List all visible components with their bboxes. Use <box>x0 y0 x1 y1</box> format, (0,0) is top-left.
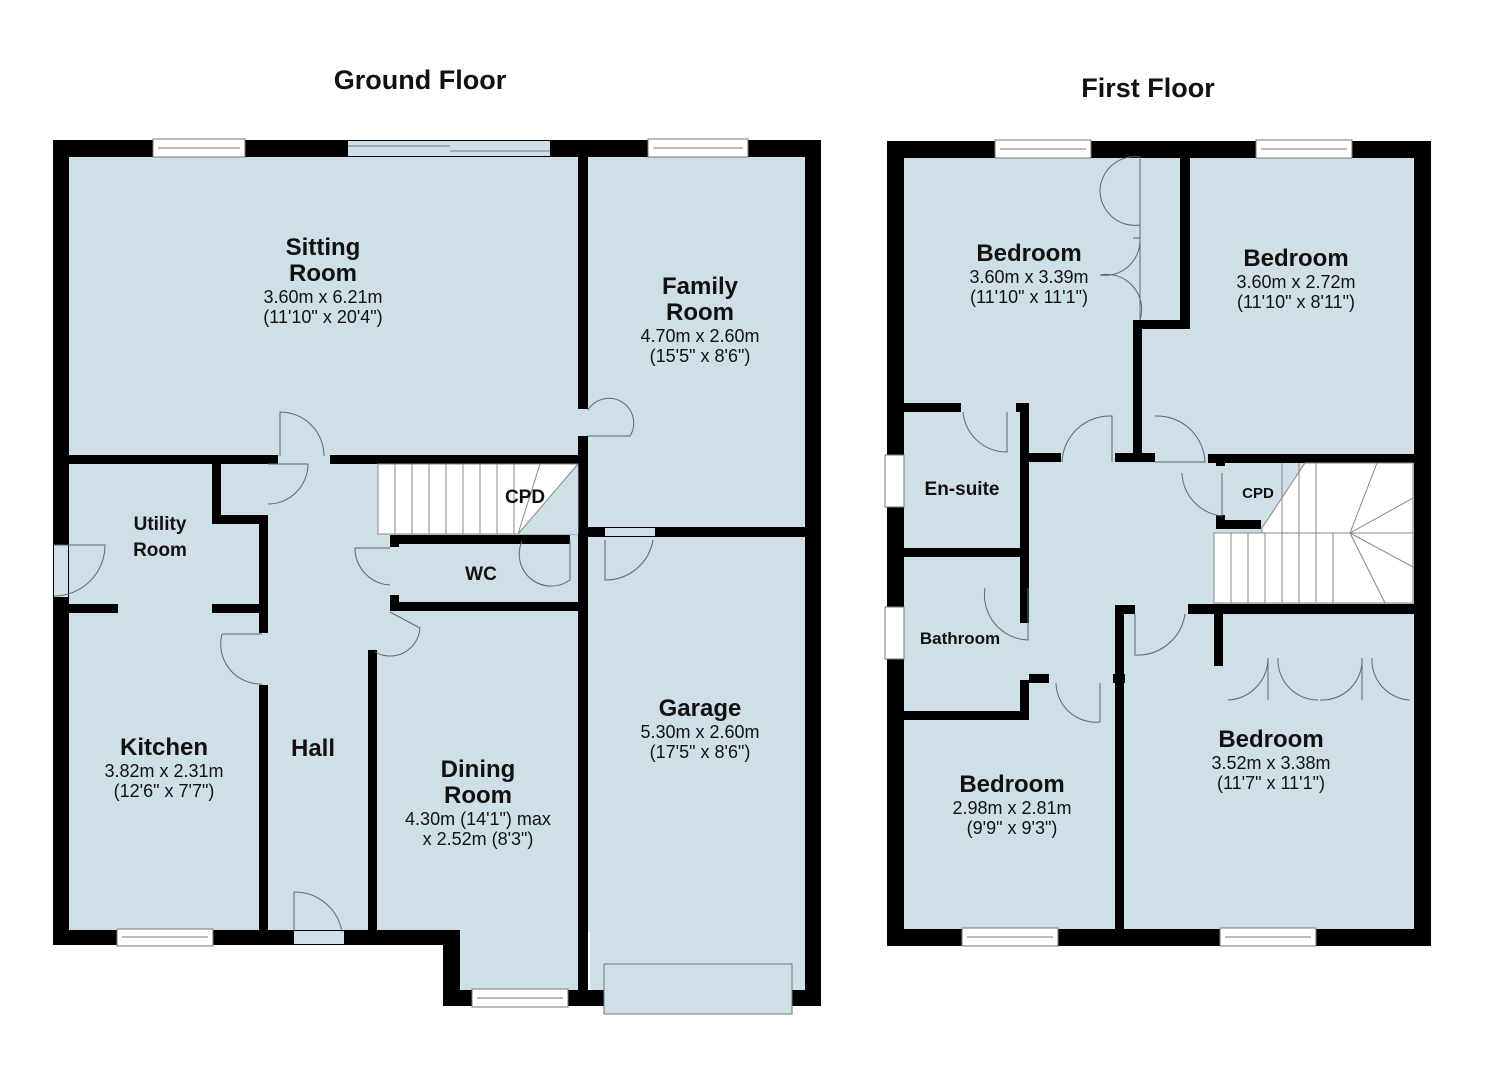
room-dimensions-metric: 3.60m x 6.21m <box>263 287 382 307</box>
room-name: Room <box>666 299 734 326</box>
garage-door <box>603 963 793 1015</box>
room-dimensions-metric: 2.98m x 2.81m <box>952 798 1071 818</box>
room-sitting-room: Sitting Room 3.60m x 6.21m (11'10" x 20'… <box>263 234 382 327</box>
room-name: Bedroom <box>1218 726 1323 753</box>
room-dimensions-imperial: (17'5" x 8'6") <box>650 742 751 762</box>
window <box>884 454 905 508</box>
room-dimensions-metric: 4.70m x 2.60m <box>640 326 759 346</box>
room-dimensions-metric: 4.30m (14'1") max <box>405 809 551 829</box>
room-cpd: CPD <box>505 487 545 508</box>
staircase <box>1213 532 1414 604</box>
window <box>884 606 905 660</box>
wardrobe <box>1099 156 1143 321</box>
door-swing <box>279 411 325 457</box>
room-dimensions-imperial: (11'10" x 11'1") <box>970 287 1088 307</box>
room-name: Family <box>662 273 739 300</box>
room-dimensions-metric: 3.82m x 2.31m <box>104 761 223 781</box>
room-bedroom-3: Bedroom 2.98m x 2.81m (9'9" x 9'3") <box>952 771 1071 838</box>
room-name: Garage <box>659 695 742 722</box>
room-bathroom: Bathroom <box>920 629 1000 648</box>
room-family-room: Family Room 4.70m x 2.60m (15'5" x 8'6") <box>640 273 759 366</box>
room-bedroom-1: Bedroom 3.60m x 3.39m (11'10" x 11'1") <box>969 240 1088 307</box>
room-dimensions-imperial: x 2.52m (8'3") <box>423 829 534 849</box>
wardrobe <box>1227 657 1411 701</box>
ground-floor-title: Ground Floor <box>334 65 507 95</box>
room-name: Bedroom <box>959 771 1064 798</box>
room-dimensions-imperial: (11'10" x 8'11") <box>1237 292 1355 312</box>
room-dimensions-imperial: (12'6" x 7'7") <box>114 781 215 801</box>
ground-floor-area <box>68 157 805 932</box>
room-wc: WC <box>465 564 497 585</box>
room-bedroom-2: Bedroom 3.60m x 2.72m (11'10" x 8'11") <box>1236 245 1355 312</box>
ground-floor: Ground Floor <box>53 65 821 1015</box>
room-name: Room <box>289 260 357 287</box>
room-dimensions-imperial: (9'9" x 9'3") <box>967 818 1058 838</box>
room-garage: Garage 5.30m x 2.60m (17'5" x 8'6") <box>640 695 759 762</box>
room-dimensions-imperial: (15'5" x 8'6") <box>650 346 751 366</box>
room-dimensions-imperial: (11'7" x 11'1") <box>1217 773 1325 793</box>
room-bedroom-4: Bedroom 3.52m x 3.38m (11'7" x 11'1") <box>1211 726 1330 793</box>
room-name: Room <box>133 540 187 561</box>
room-name: Bedroom <box>1243 245 1348 272</box>
room-dimensions-metric: 3.52m x 3.38m <box>1211 753 1330 773</box>
room-name: Bedroom <box>976 240 1081 267</box>
room-utility-room: Utility Room <box>133 514 187 561</box>
room-dimensions-metric: 3.60m x 3.39m <box>969 267 1088 287</box>
room-name: Sitting <box>286 234 361 261</box>
room-cpd: CPD <box>1242 485 1274 502</box>
room-en-suite: En-suite <box>925 479 1000 500</box>
room-dimensions-metric: 5.30m x 2.60m <box>640 722 759 742</box>
room-dimensions-imperial: (11'10" x 20'4") <box>263 307 382 327</box>
room-dining-room: Dining Room 4.30m (14'1") max x 2.52m (8… <box>405 756 551 849</box>
room-name: Kitchen <box>120 734 208 761</box>
first-floor-title: First Floor <box>1081 73 1215 103</box>
room-hall: Hall <box>291 735 335 762</box>
first-floor: First Floor <box>884 73 1431 947</box>
room-name: Dining <box>441 756 516 783</box>
room-kitchen: Kitchen 3.82m x 2.31m (12'6" x 7'7") <box>104 734 223 801</box>
room-name: Room <box>444 782 512 809</box>
room-dimensions-metric: 3.60m x 2.72m <box>1236 272 1355 292</box>
room-name: Utility <box>134 514 187 535</box>
